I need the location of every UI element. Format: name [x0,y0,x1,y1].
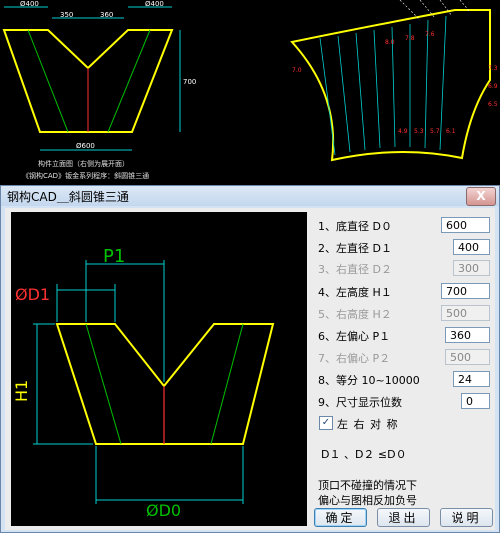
label-left-offset: 6、左偏心 P１ [318,330,391,343]
dialog-body: P1 ØD1 H1 ØD0 1、底直径 D０ 2、左直径 D１ 3、右直径 D２… [5,208,495,530]
decimal-digits-input[interactable] [461,393,490,409]
label-divisions: 8、等分 10~10000 [318,374,420,387]
label-left-diameter: 2、左直径 D１ [318,242,392,255]
preview-v-shape [55,323,275,445]
bg-unfold-label-6: 6.5 [488,101,498,108]
cad-background-drawing: Ø400 Ø400 350 360 Ø600 700 构件立面图（右侧为展开面）… [2,0,498,180]
note-line-1: 顶口不碰撞的情况下 [318,479,417,492]
help-button[interactable]: 说明 [440,508,493,527]
preview-canvas: P1 ØD1 H1 ØD0 [11,212,307,526]
preview-label-d0: ØD0 [146,501,181,520]
divisions-input[interactable] [453,371,490,387]
symmetric-checkbox[interactable]: ✓ [319,416,333,430]
exit-button[interactable]: 退出 [377,508,430,527]
symmetric-label: 左 右 对 称 [337,418,399,431]
bg-unfold-label-0: 7.0 [292,67,302,74]
preview-drawing: P1 ØD1 H1 ØD0 [12,246,275,520]
bottom-diameter-input[interactable] [441,217,490,233]
bg-unfold-bottom-2: 5.7 [430,128,440,135]
right-diameter-input[interactable] [453,260,490,276]
bg-unfold-bottom-1: 5.3 [414,128,424,135]
bg-unfold-bottom-3: 6.1 [446,128,456,135]
bg-unfold-bottom-0: 4.9 [398,128,408,135]
left-height-input[interactable] [441,283,490,299]
close-button[interactable]: X [466,187,496,206]
bg-unfold-label-1: 8.0 [385,39,395,46]
label-right-diameter: 3、右直径 D２ [318,263,392,276]
bg-unfold-label-2: 7.8 [405,35,415,42]
ok-button[interactable]: 确定 [314,508,367,527]
label-right-height: 5、右高度 H２ [318,308,392,321]
bg-dim-left-top: Ø400 [20,0,39,8]
parameter-dialog: 钢构CAD＿斜圆锥三通 X [0,185,500,533]
label-left-height: 4、左高度 H１ [318,286,392,299]
preview-label-p1: P1 [103,246,125,267]
right-height-input[interactable] [441,305,490,321]
label-bottom-diameter: 1、底直径 D０ [318,220,392,233]
bg-dim-height: 700 [183,78,196,86]
left-diameter-input[interactable] [453,239,490,255]
label-decimal-digits: 9、尺寸显示位数 [318,396,402,409]
bg-caption-1: 构件立面图（右侧为展开面） [38,159,129,168]
bg-unfold-outline [290,9,491,162]
label-right-offset: 7、右偏心 P２ [318,352,391,365]
bg-unfold-label-3: 7.6 [425,31,435,38]
bg-dim-mid-right: 360 [100,11,113,19]
bg-unfold-label-5: 6.9 [488,83,498,90]
constraint-text: D１ 、D２ ≤D０ [321,448,407,461]
preview-label-h1: H1 [12,380,31,402]
note-line-2: 偏心与图相反加负号 [318,494,417,507]
left-offset-input[interactable] [445,327,490,343]
bg-dim-right-top: Ø400 [145,0,164,8]
bg-dim-mid-left: 350 [60,11,73,19]
preview-label-d1: ØD1 [15,285,50,304]
bg-caption-2: 《钢构CAD》钣金系列程序：斜圆锥三通 [22,171,149,180]
bg-dim-bottom: Ø600 [76,142,95,150]
bg-unfold-label-4: 7.3 [488,65,498,72]
dialog-title: 钢构CAD＿斜圆锥三通 [7,190,129,204]
right-offset-input[interactable] [445,349,490,365]
dialog-titlebar[interactable]: 钢构CAD＿斜圆锥三通 X [1,186,499,206]
